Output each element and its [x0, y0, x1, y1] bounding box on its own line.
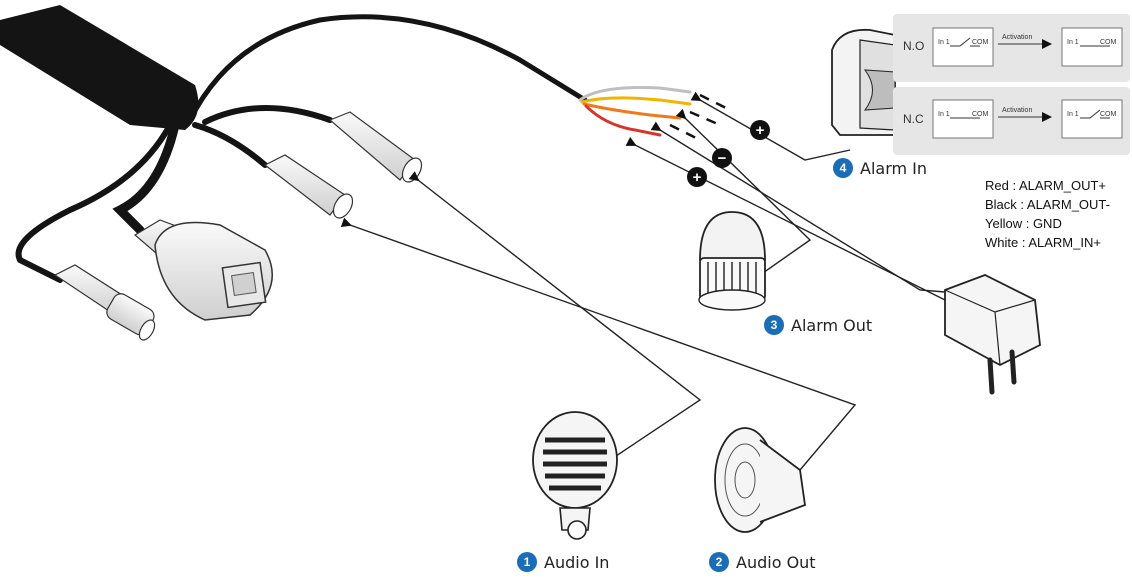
- nc-before-box: [932, 99, 994, 139]
- plus-symbol: +: [693, 169, 702, 186]
- number-badge: [517, 552, 537, 572]
- nc-left-com: COM: [972, 111, 989, 118]
- mode-nc-label: N.C: [903, 112, 924, 126]
- rj45-connector: [133, 219, 273, 321]
- audio-in-label: Audio In: [544, 553, 609, 572]
- nc-after-box: [1061, 99, 1123, 139]
- alarm-wires: [578, 86, 692, 137]
- rca-connector-audio-out: [263, 154, 354, 219]
- polarity-plus-bottom: +: [687, 167, 707, 187]
- polarity-plus-top: +: [750, 120, 770, 140]
- contact-mode-panel: N.O N.C In 1 COM Activation In 1 COM In …: [893, 14, 1130, 155]
- wire-color-legend: Red : ALARM_OUT+ Black : ALARM_OUT- Yell…: [985, 178, 1110, 250]
- speaker-icon: [714, 427, 806, 533]
- no-before-box: [932, 27, 994, 67]
- no-after-box: [1061, 27, 1123, 67]
- no-right-com: COM: [1100, 39, 1117, 46]
- alarm-in-label: Alarm In: [860, 159, 927, 178]
- badge-number: 3: [771, 318, 778, 332]
- audio-out-label: Audio Out: [736, 553, 816, 572]
- open-switch-icon: [950, 37, 980, 47]
- alarm-out-label: Alarm Out: [791, 316, 872, 335]
- badge-number: 2: [716, 555, 723, 569]
- legend-yellow: Yellow : GND: [985, 216, 1062, 231]
- branch-cables: [15, 14, 588, 283]
- minus-symbol: −: [718, 150, 727, 167]
- badge-number: 4: [840, 161, 847, 175]
- label-alarm-out: 3 Alarm Out: [764, 315, 872, 335]
- label-audio-in: 1 Audio In: [517, 552, 609, 572]
- mode-no-label: N.O: [903, 39, 924, 53]
- no-right-in: In 1: [1067, 39, 1079, 46]
- main-cable: [0, 5, 199, 130]
- no-left-com: COM: [972, 39, 989, 46]
- label-alarm-in: 4 Alarm In: [833, 158, 927, 178]
- power-adapter-icon: [944, 274, 1041, 395]
- alarm-sensor-icon: [831, 28, 896, 136]
- number-badge: [764, 315, 784, 335]
- siren-light-icon: [698, 211, 766, 311]
- no-left-in: In 1: [938, 39, 950, 46]
- legend-red: Red : ALARM_OUT+: [985, 178, 1106, 193]
- label-audio-out: 2 Audio Out: [709, 552, 816, 572]
- number-badge: [709, 552, 729, 572]
- number-badge: [833, 158, 853, 178]
- rca-connector-audio-in: [328, 111, 423, 183]
- nc-activation: Activation: [1002, 107, 1032, 114]
- dc-power-connector: [53, 264, 156, 341]
- legend-white: White : ALARM_IN+: [985, 235, 1101, 250]
- nc-left-in: In 1: [938, 111, 950, 118]
- nc-right-com: COM: [1100, 111, 1117, 118]
- audio-signal-lines: [340, 171, 857, 471]
- alarm-wire-dashes: [669, 93, 731, 142]
- nc-right-in: In 1: [1067, 111, 1079, 118]
- plus-symbol: +: [756, 122, 765, 139]
- badge-number: 1: [524, 555, 531, 569]
- polarity-minus: −: [712, 148, 732, 168]
- legend-black: Black : ALARM_OUT-: [985, 197, 1110, 212]
- no-activation: Activation: [1002, 34, 1032, 41]
- open-switch-icon: [1080, 109, 1110, 119]
- microphone-icon: [532, 411, 618, 540]
